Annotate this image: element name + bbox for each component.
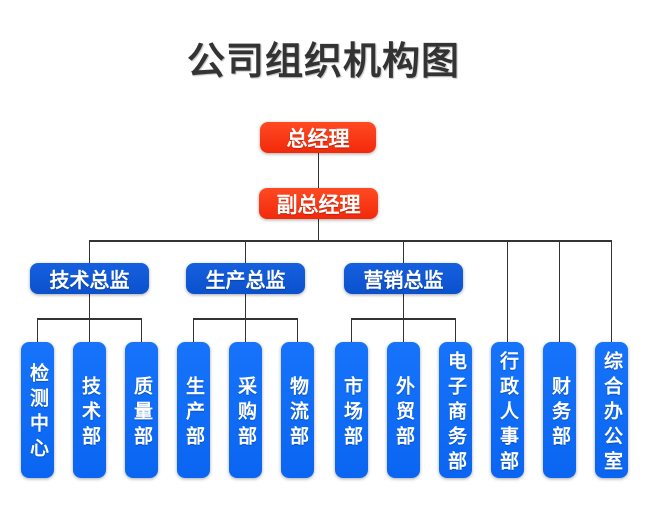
connector-line: [402, 240, 405, 263]
node-dept-purchasing: 采购部: [229, 342, 262, 478]
connector-line: [140, 318, 143, 342]
node-director-technology: 技术总监: [30, 263, 149, 294]
node-label: 采购部: [235, 375, 257, 451]
connector-line: [244, 294, 247, 318]
node-dept-logistics: 物流部: [281, 342, 314, 478]
connector-line: [350, 318, 353, 342]
node-director-marketing: 营销总监: [344, 263, 463, 294]
node-label: 技术部: [79, 375, 101, 451]
connector-line: [192, 318, 195, 342]
node-label: 检测中心: [27, 363, 49, 463]
node-label: 财务部: [549, 375, 571, 451]
node-dept-finance: 财务部: [543, 342, 576, 478]
connector-line: [88, 240, 612, 242]
node-label: 物流部: [287, 375, 309, 451]
connector-line: [244, 318, 247, 342]
connector-line: [88, 318, 91, 342]
page-title: 公司组织机构图: [186, 39, 460, 83]
connector-line: [610, 240, 613, 342]
connector-line: [296, 318, 299, 342]
node-label: 外贸部: [393, 375, 415, 451]
node-label: 市场部: [341, 375, 363, 451]
node-dept-testing-center: 检测中心: [21, 342, 54, 478]
node-label: 营销总监: [363, 268, 444, 292]
node-deputy-general-manager: 副总经理: [259, 188, 378, 219]
node-label: 质量部: [131, 375, 153, 451]
node-dept-quality: 质量部: [125, 342, 158, 478]
connector-line: [317, 153, 320, 188]
node-label: 综合办公室: [601, 350, 623, 476]
node-dept-admin-hr: 行政人事部: [491, 342, 524, 478]
node-label: 电子商务部: [445, 350, 467, 476]
connector-line: [244, 240, 247, 263]
connector-line: [454, 318, 457, 342]
node-dept-ecommerce: 电子商务部: [439, 342, 472, 478]
node-dept-technology: 技术部: [73, 342, 106, 478]
connector-line: [36, 318, 39, 342]
node-dept-market: 市场部: [335, 342, 368, 478]
connector-line: [88, 294, 91, 318]
connector-line: [317, 219, 320, 240]
node-dept-foreign-trade: 外贸部: [387, 342, 420, 478]
node-label: 生产总监: [205, 268, 286, 292]
connector-line: [88, 240, 91, 263]
node-general-manager: 总经理: [260, 122, 376, 153]
node-label: 副总经理: [276, 192, 361, 217]
connector-line: [558, 240, 561, 342]
node-label: 技术总监: [49, 268, 130, 292]
connector-line: [402, 294, 405, 318]
node-label: 生产部: [183, 375, 205, 451]
connector-line: [506, 240, 509, 342]
node-director-production: 生产总监: [186, 263, 305, 294]
node-dept-production: 生产部: [177, 342, 210, 478]
node-dept-general-office: 综合办公室: [595, 342, 628, 478]
connector-line: [402, 318, 405, 342]
node-label: 总经理: [286, 126, 350, 151]
node-label: 行政人事部: [497, 350, 519, 476]
